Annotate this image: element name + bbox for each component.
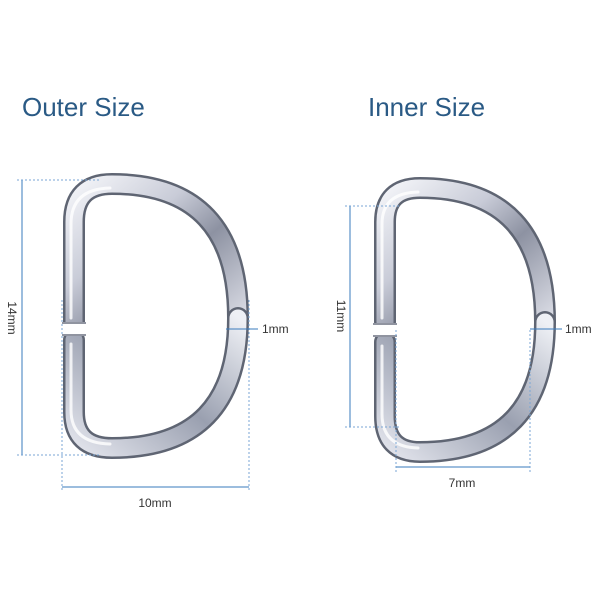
outer-height-label: 14mm xyxy=(5,301,19,334)
outer-d-ring xyxy=(60,172,249,460)
outer-width-label: 10mm xyxy=(138,496,171,510)
inner-size-heading: Inner Size xyxy=(368,92,486,122)
outer-size-heading: Outer Size xyxy=(22,92,145,122)
inner-wire-label: 1mm xyxy=(565,322,592,336)
outer-width-guide xyxy=(61,300,250,492)
inner-d-ring xyxy=(371,176,556,464)
inner-height-label: 11mm xyxy=(334,300,348,332)
inner-height-guide xyxy=(345,205,400,428)
outer-wire-label: 1mm xyxy=(262,322,289,336)
inner-width-guide xyxy=(395,330,531,472)
inner-width-label: 7mm xyxy=(449,476,476,490)
outer-height-guide xyxy=(17,179,100,456)
